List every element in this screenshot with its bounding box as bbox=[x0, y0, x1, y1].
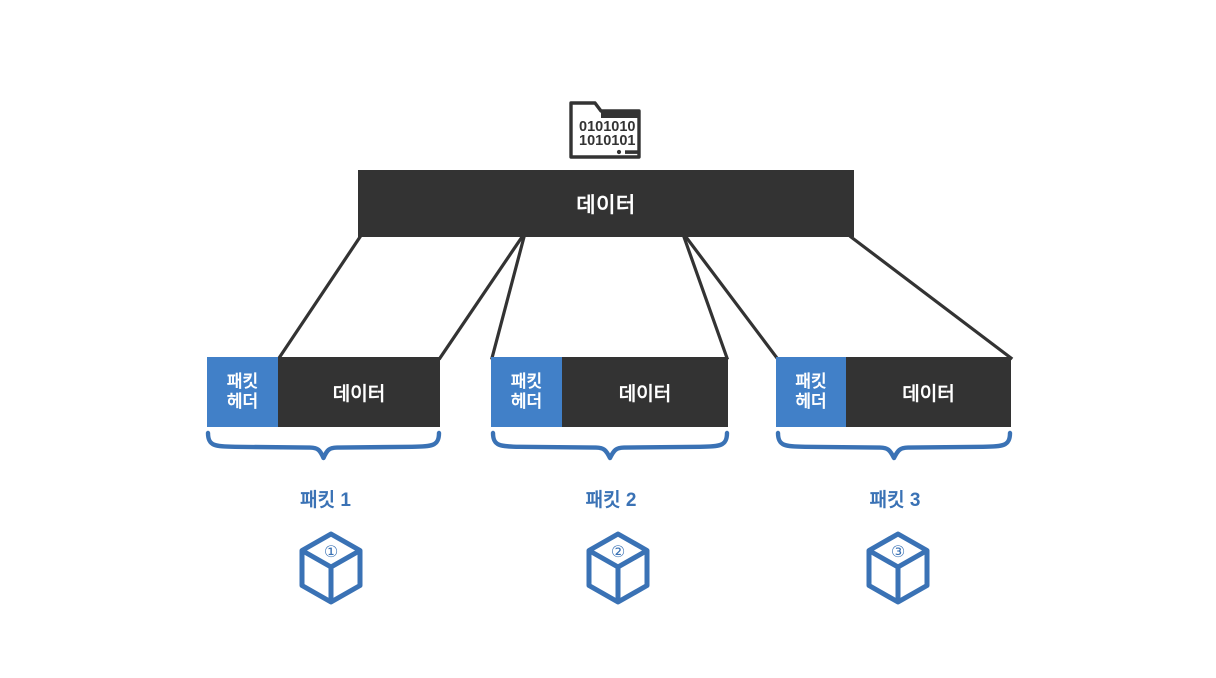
packet-1-header-line-1: 패킷 bbox=[226, 371, 259, 391]
packet-3-payload: 데이터 bbox=[846, 357, 1011, 427]
packet-3-payload-label: 데이터 bbox=[902, 383, 955, 405]
connector-2-right bbox=[681, 234, 730, 361]
packet-1-brace bbox=[205, 430, 442, 462]
packet-3-cube-number: ③ bbox=[891, 542, 905, 561]
data-bar-label: 데이터 bbox=[576, 193, 636, 217]
packet-1-cube-icon: ① bbox=[298, 531, 364, 605]
packet-3-cube-icon: ③ bbox=[865, 531, 931, 605]
packet-2-caption: 패킷 2 bbox=[585, 490, 637, 511]
packet-1-header-line-2: 헤더 bbox=[226, 392, 259, 411]
packet-2-cube-number: ② bbox=[611, 542, 625, 561]
packet-1-payload: 데이터 bbox=[278, 357, 440, 427]
packet-1-header: 패킷 헤더 bbox=[207, 357, 278, 427]
packet-2-payload: 데이터 bbox=[562, 357, 728, 427]
packet-3-header: 패킷 헤더 bbox=[776, 357, 846, 427]
binary-line-1: 0101010 bbox=[579, 119, 635, 135]
packet-1-cube-number: ① bbox=[324, 542, 338, 561]
binary-data-folder-icon: 0101010 1010101 bbox=[566, 92, 644, 162]
packet-2-header: 패킷 헤더 bbox=[491, 357, 562, 427]
packet-3-brace bbox=[775, 430, 1013, 462]
packet-2-header-line-1: 패킷 bbox=[510, 371, 543, 391]
data-bar: 데이터 bbox=[358, 170, 854, 237]
connector-1-left bbox=[276, 234, 363, 361]
packet-2-brace bbox=[490, 430, 730, 462]
connector-3-right bbox=[848, 234, 1014, 361]
packet-2-cube-icon: ② bbox=[585, 531, 651, 605]
packet-2: 패킷 헤더 데이터 bbox=[491, 357, 728, 427]
packet-2-payload-label: 데이터 bbox=[618, 383, 672, 405]
packet-3: 패킷 헤더 데이터 bbox=[776, 357, 1011, 427]
packet-1-caption: 패킷 1 bbox=[300, 490, 351, 511]
packet-2-header-line-2: 헤더 bbox=[510, 392, 543, 411]
connector-1-right bbox=[437, 234, 525, 361]
connector-2-left bbox=[490, 235, 526, 360]
packet-3-header-line-2: 헤더 bbox=[795, 392, 827, 411]
binary-line-2: 1010101 bbox=[579, 133, 635, 149]
packet-3-header-line-1: 패킷 bbox=[795, 371, 827, 391]
connector-3-left bbox=[683, 234, 780, 361]
packet-1: 패킷 헤더 데이터 bbox=[207, 357, 440, 427]
packet-1-payload-label: 데이터 bbox=[332, 383, 386, 405]
packet-3-caption: 패킷 3 bbox=[869, 490, 921, 511]
